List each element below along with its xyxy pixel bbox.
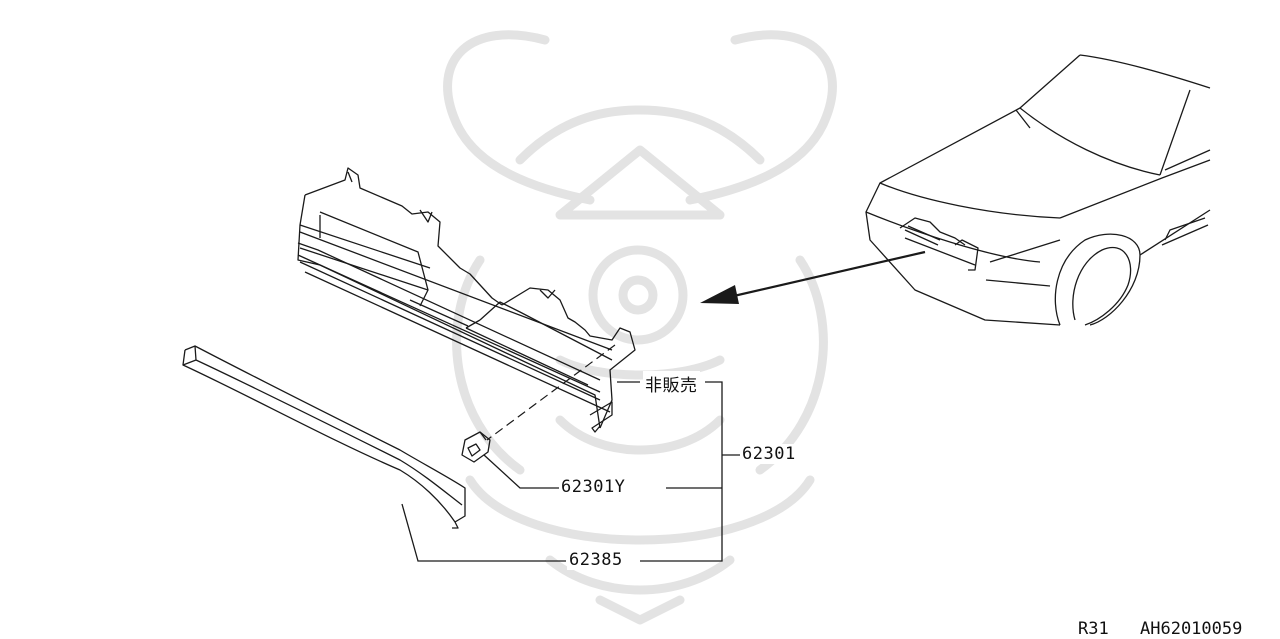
model-code: R31 — [1078, 619, 1109, 639]
part-number-62301y[interactable]: 62301Y — [559, 477, 628, 497]
part-number-62301[interactable]: 62301 — [740, 444, 798, 464]
samurai-helmet-watermark-icon — [443, 30, 837, 625]
vehicle-front-illustration — [865, 54, 1211, 326]
illustration-code: AH62010059 — [1140, 619, 1243, 639]
clip-location-dashed-line — [486, 344, 616, 441]
part-number-62385[interactable]: 62385 — [567, 550, 625, 570]
leader-lines — [401, 381, 740, 562]
location-arrow — [700, 250, 926, 304]
not-for-sale-label: 非販売 — [643, 371, 700, 396]
molding-part — [182, 345, 466, 529]
front-grille-part — [297, 167, 636, 433]
clip-part — [461, 431, 491, 463]
